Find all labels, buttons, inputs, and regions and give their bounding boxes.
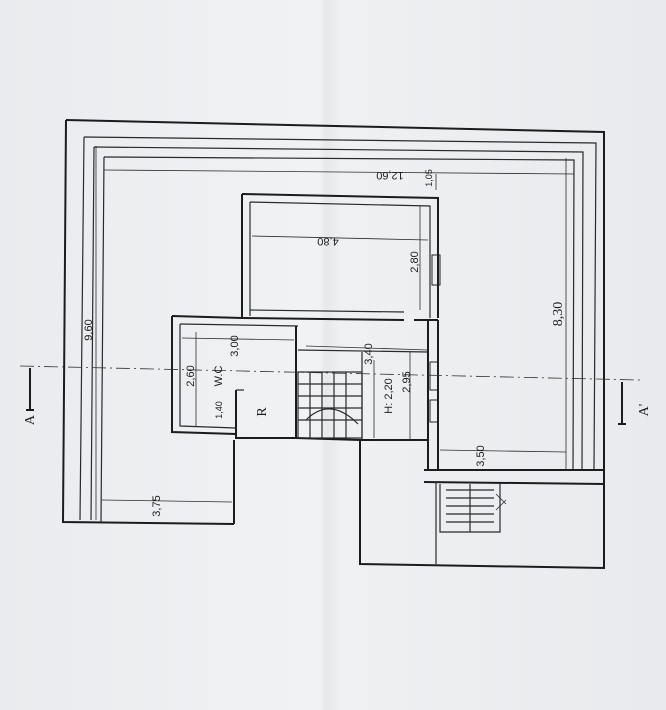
dim-top-small-label: 1,05: [424, 169, 434, 187]
dim-wc-width-label: 2,60: [185, 365, 197, 386]
room-r-label: R: [255, 407, 270, 417]
staircase-main: [297, 371, 363, 439]
dim-wc-small-label: 1,40: [214, 401, 224, 419]
dim-bottom-right-label: 3,50: [475, 445, 487, 466]
staircase-lower: [439, 484, 507, 533]
upper-room: [241, 193, 441, 321]
central-core: [171, 315, 439, 470]
lower-block: [233, 440, 605, 570]
section-marker-right: A': [637, 404, 652, 417]
dim-mid-label: 3,40: [363, 343, 375, 364]
dimension-lines: [95, 146, 575, 520]
room-wc-label: W.C: [213, 366, 225, 387]
section-axis: [19, 365, 641, 425]
dim-left-label: 9,60: [83, 319, 95, 340]
dim-mid2-label: 2,95: [401, 371, 413, 392]
section-marker-left: A: [23, 414, 38, 425]
dim-room-width-label: 4.80: [317, 235, 338, 247]
outer-frame: [61, 119, 605, 525]
dim-wc-top-label: 3,00: [229, 335, 241, 356]
dim-right-label: 8,30: [551, 302, 566, 327]
height-label: H: 2,20: [383, 378, 395, 413]
dim-room-height-label: 2,80: [409, 251, 421, 272]
dim-top-label: 12,60: [376, 169, 404, 181]
dim-bottom-left-label: 3,75: [151, 495, 163, 516]
